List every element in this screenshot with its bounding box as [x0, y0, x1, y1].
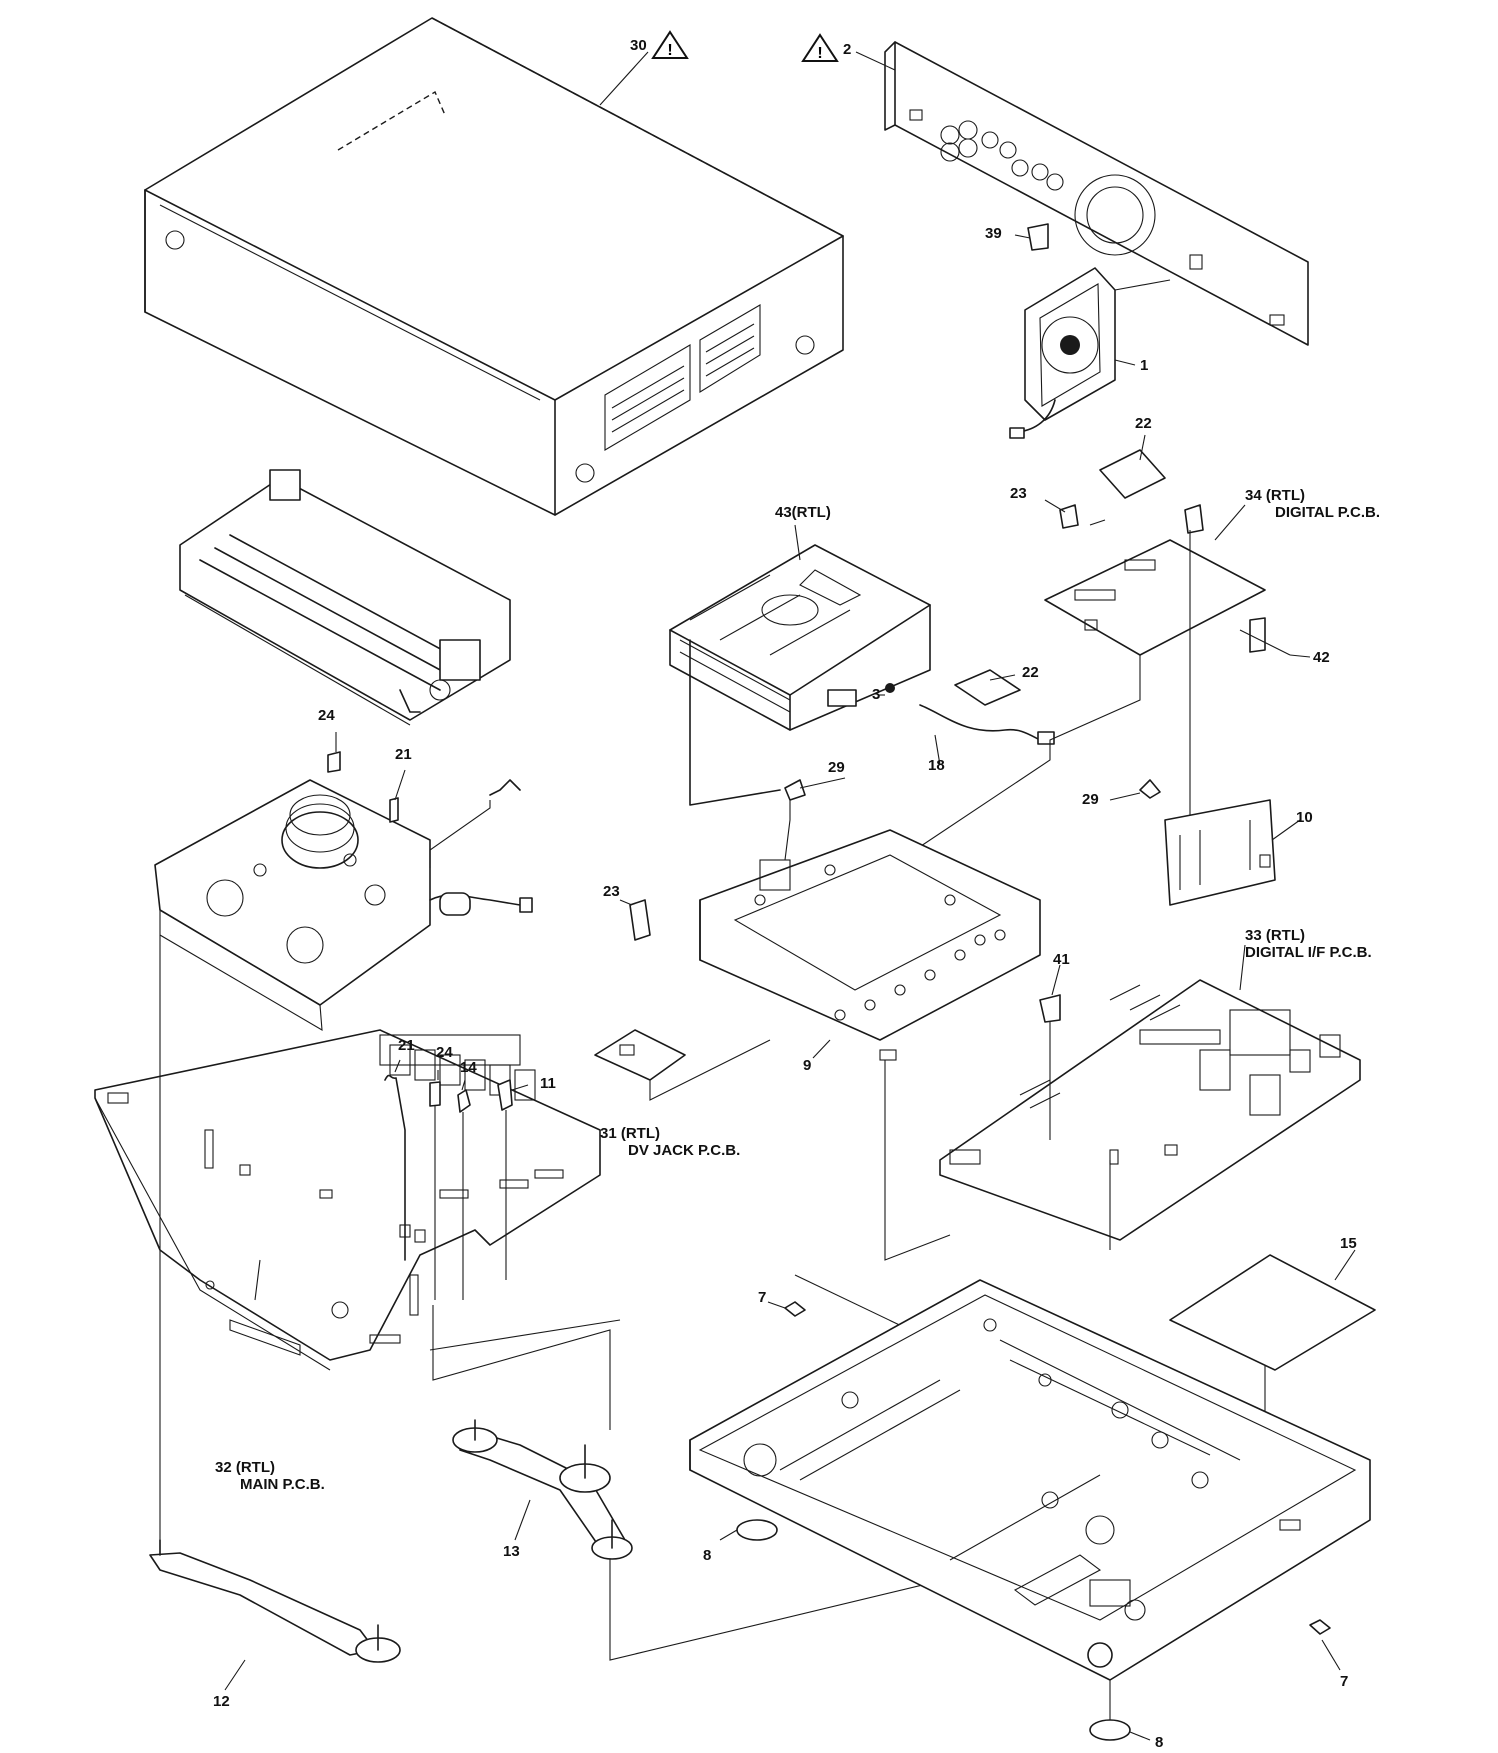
- callout-23-upper: 23: [1010, 485, 1027, 502]
- main-pcb: [94, 1029, 601, 1371]
- callout-21-lower: 21: [398, 1037, 415, 1054]
- callout-14: 14: [460, 1059, 477, 1076]
- callout-29-left: 29: [828, 759, 845, 776]
- dv-jack-pcb: [594, 1029, 771, 1101]
- callout-23-lower: 23: [603, 883, 620, 900]
- label-22-upper: [1099, 449, 1166, 499]
- small-parts-column: [327, 751, 521, 1300]
- callout-41: 41: [1053, 951, 1070, 968]
- callout-34-desc: DIGITAL P.C.B.: [1275, 504, 1381, 521]
- callout-24-upper: 24: [318, 707, 335, 724]
- callout-7-left: 7: [758, 1289, 767, 1306]
- callout-13: 13: [503, 1543, 520, 1560]
- digital-pcb: [899, 504, 1291, 875]
- bottom-chassis: [689, 1279, 1371, 1681]
- warning-triangle-30: !: [651, 30, 689, 59]
- callout-34: 34 (RTL): [1245, 487, 1305, 504]
- flex-23-lower: [629, 899, 651, 941]
- callout-21-upper: 21: [395, 746, 412, 763]
- callout-10: 10: [1296, 809, 1313, 826]
- callout-7-right: 7: [1340, 1673, 1349, 1690]
- dvd-drive: [669, 544, 931, 731]
- foot-7-left: [784, 1301, 806, 1317]
- tape-loader-mechanism: [179, 469, 511, 726]
- rail-13: [452, 1419, 633, 1560]
- callout-12: 12: [213, 1693, 230, 1710]
- cooling-fan: [1009, 267, 1171, 439]
- leader-lines: [224, 51, 1356, 1741]
- top-cover: [144, 17, 844, 516]
- callout-18: 18: [928, 757, 945, 774]
- callout-11: 11: [540, 1075, 556, 1092]
- callout-29-right: 29: [1082, 791, 1099, 808]
- callout-9: 9: [803, 1057, 812, 1074]
- insulator-sheet-15: [1169, 1254, 1376, 1371]
- bracket-39: [1027, 223, 1049, 251]
- foot-8-left: [736, 1519, 778, 1541]
- callout-32-desc: MAIN P.C.B.: [240, 1476, 325, 1493]
- callout-8-right: 8: [1155, 1734, 1164, 1751]
- callout-22-lower: 22: [1022, 664, 1039, 681]
- foot-8-right: [1089, 1719, 1131, 1741]
- callout-43: 43(RTL): [775, 504, 831, 521]
- label-22-lower: [954, 669, 1021, 706]
- callout-33-desc: DIGITAL I/F P.C.B.: [1245, 944, 1372, 961]
- rear-panel: [884, 41, 1309, 346]
- callout-2: 2: [843, 41, 852, 58]
- callout-24-lower: 24: [436, 1044, 453, 1061]
- callout-31-desc: DV JACK P.C.B.: [628, 1142, 741, 1159]
- callout-22-upper: 22: [1135, 415, 1152, 432]
- callout-1: 1: [1140, 357, 1149, 374]
- svg-text:!: !: [667, 42, 672, 59]
- frame-9: [689, 639, 1041, 1061]
- clip-29-left: [784, 779, 806, 801]
- callout-33: 33 (RTL): [1245, 927, 1305, 944]
- callout-30: 30: [630, 37, 647, 54]
- rail-12: [149, 1539, 401, 1663]
- svg-text:!: !: [817, 45, 822, 62]
- mechanism-deck: [154, 779, 533, 1032]
- callout-31: 31 (RTL): [600, 1125, 660, 1142]
- callout-39: 39: [985, 225, 1002, 242]
- foot-7-right: [1309, 1619, 1331, 1635]
- warning-triangle-2: !: [801, 33, 839, 62]
- cable-18: [919, 704, 1055, 745]
- clip-29-right: [1139, 779, 1161, 799]
- callout-32: 32 (RTL): [215, 1459, 275, 1476]
- callout-3: 3: [872, 686, 881, 703]
- bracket-10: [1164, 799, 1276, 906]
- digital-if-pcb: [939, 979, 1361, 1241]
- callout-8-left: 8: [703, 1547, 712, 1564]
- callout-15: 15: [1340, 1235, 1357, 1252]
- callout-42: 42: [1313, 649, 1330, 666]
